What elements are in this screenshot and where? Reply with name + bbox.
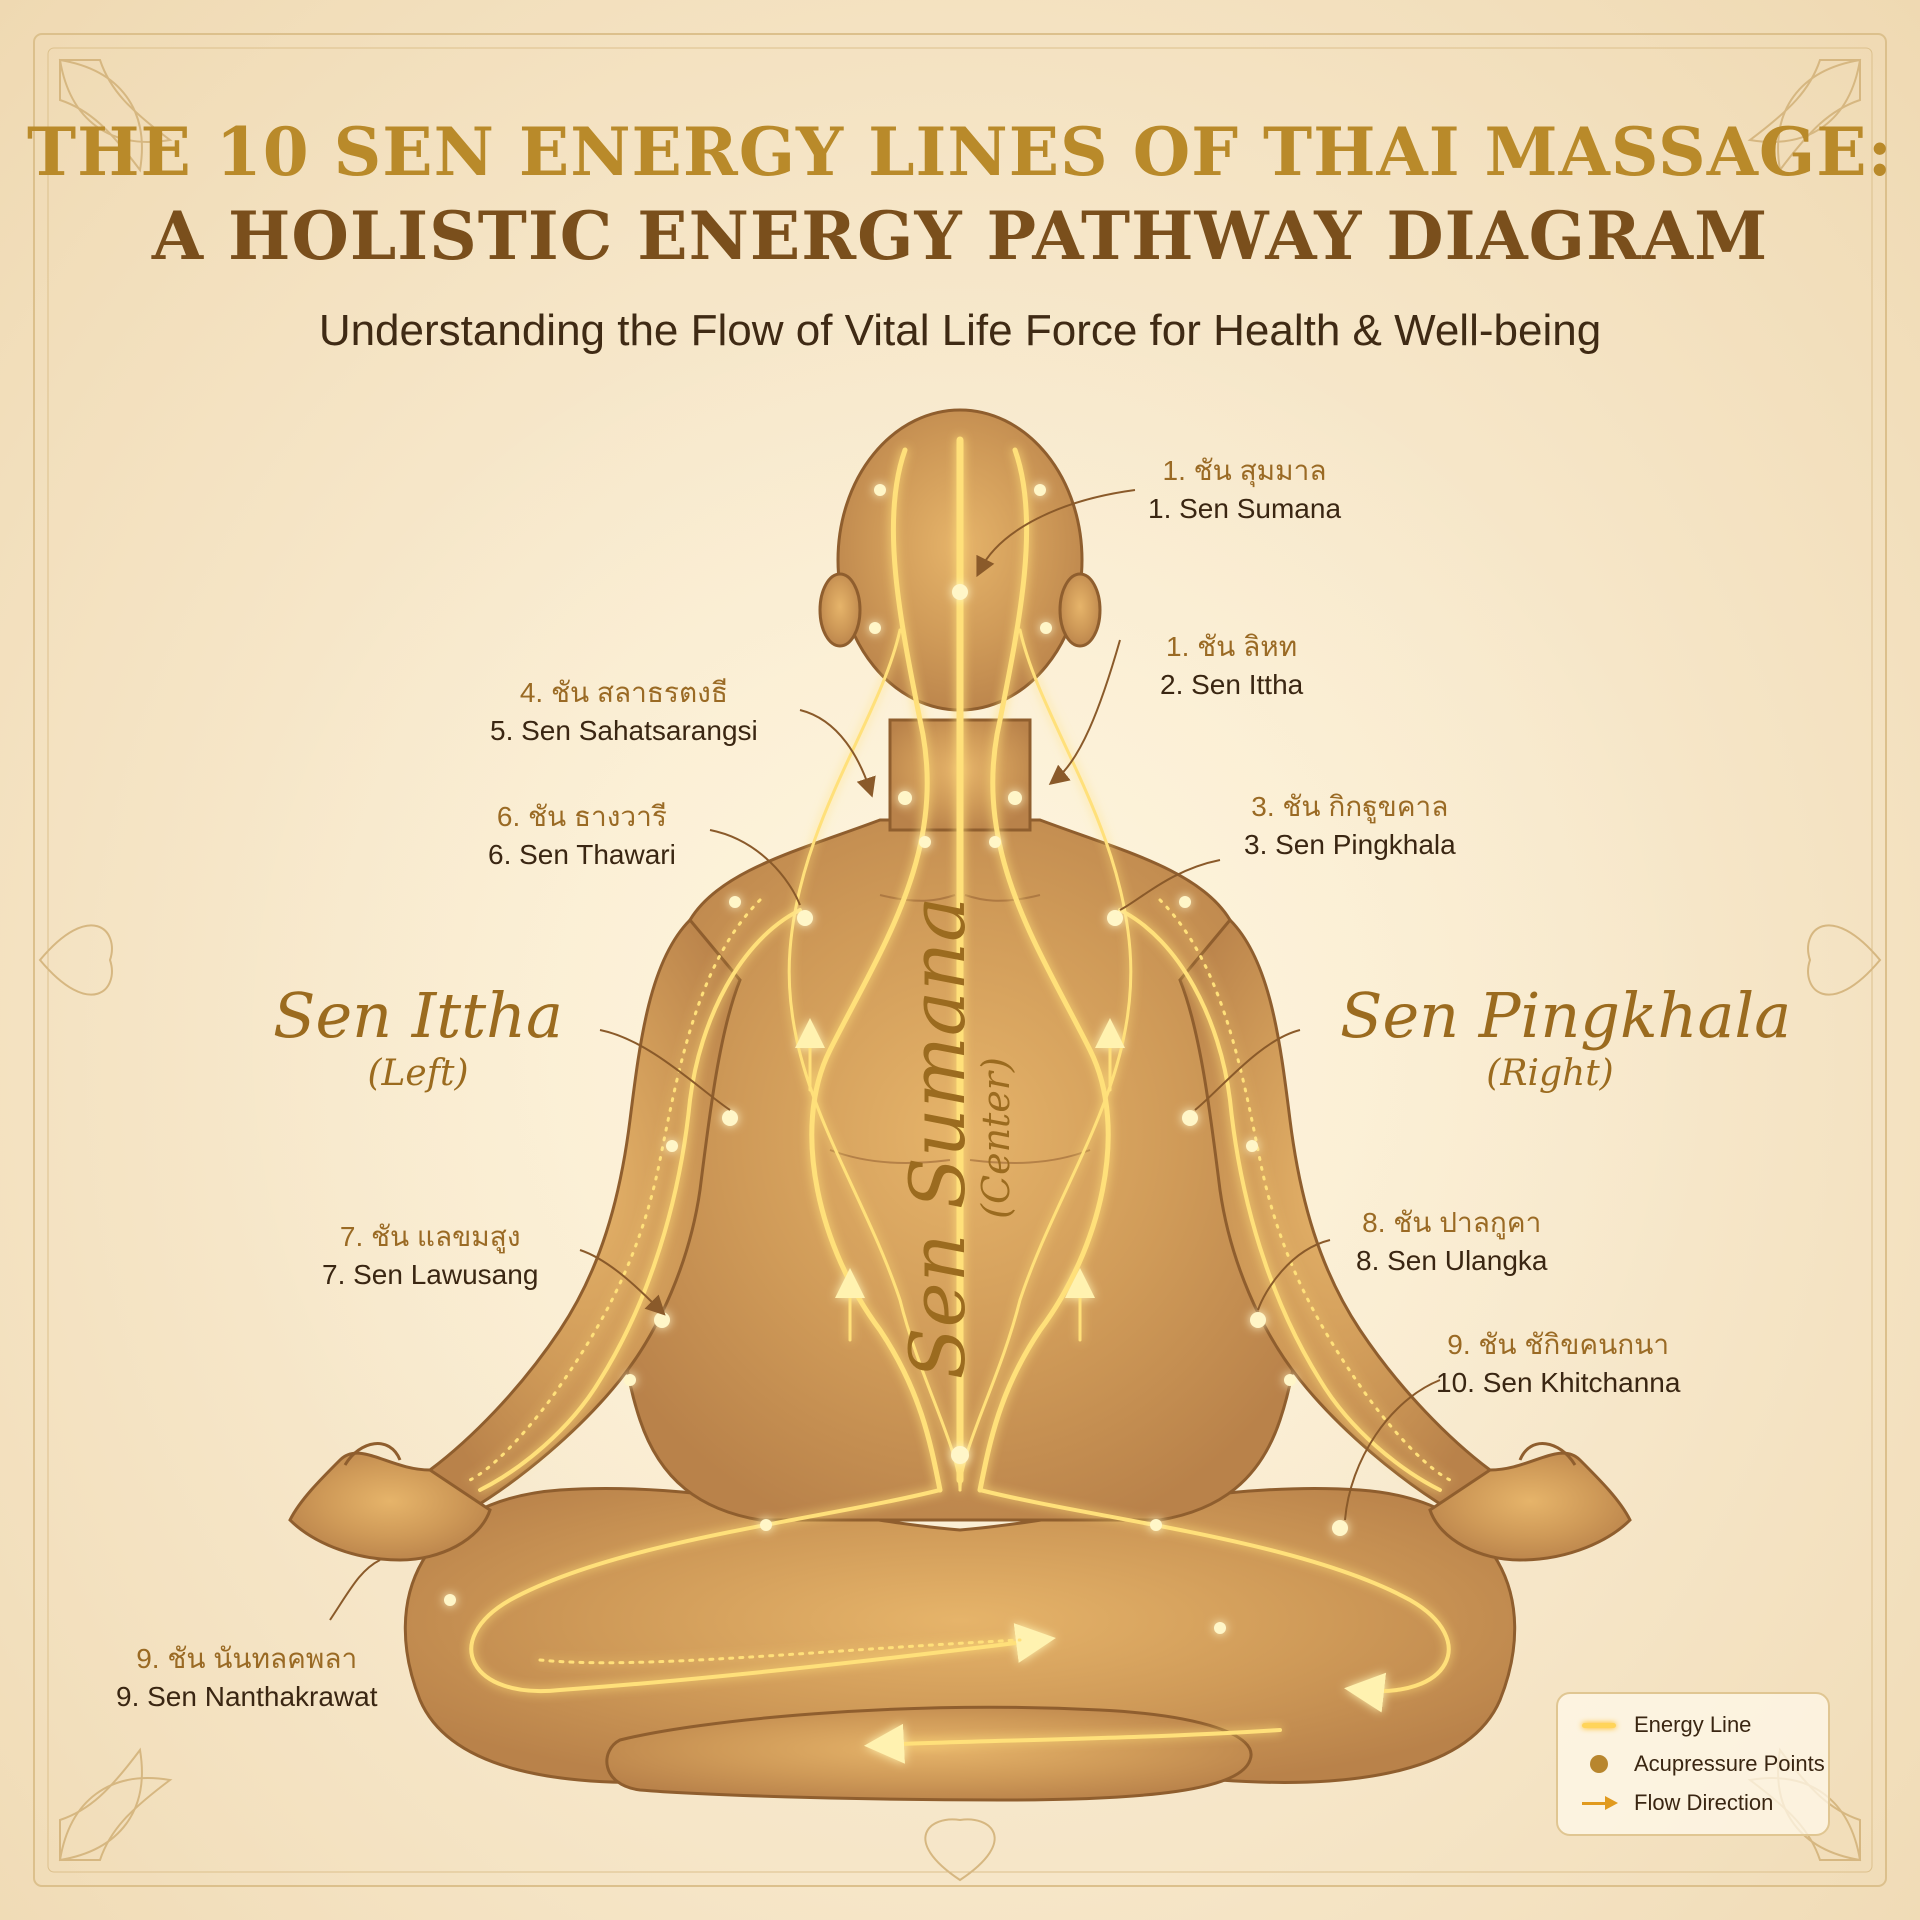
energy-line-icon [1582,1715,1616,1735]
legend-energy-line-label: Energy Line [1634,1712,1752,1737]
legend-item-energy-line: Energy Line [1582,1708,1751,1742]
label-sen-sumana: 1. ชัน สุมมาล 1. Sen Sumana [1148,452,1341,528]
label-sen-ittha-english: 2. Sen Ittha [1160,669,1304,700]
label-sen-sahatsarangsi: 4. ชัน สลาธรตงธี 5. Sen Sahatsarangsi [490,674,758,750]
label-sen-ittha-thai: 1. ชัน ลิหท [1166,631,1298,662]
label-sen-thawari-thai: 6. ชัน ธางวารี [496,801,667,832]
legend-flow-direction-label: Flow Direction [1634,1790,1774,1815]
page-subtitle: Understanding the Flow of Vital Life For… [318,306,1602,355]
label-sen-ulangka-english: 8. Sen Ulangka [1356,1245,1548,1276]
script-label-sen-ittha: Sen Ittha (Left) [258,980,578,1096]
label-sen-ittha: 1. ชัน ลิหท 2. Sen Ittha [1160,628,1303,704]
legend: Energy Line Acupressure Points Flow Dire… [1556,1692,1830,1836]
legend-item-acupressure-points: Acupressure Points [1582,1747,1825,1781]
ornamental-border [33,33,1887,1887]
script-label-sen-ittha-name: Sen Ittha [272,979,564,1052]
label-sen-thawari: 6. ชัน ธางวารี 6. Sen Thawari [488,798,676,874]
script-label-sen-pingkhala-side: (Right) [1486,1053,1614,1094]
label-sen-lawusang: 7. ชัน แลขมสูง 7. Sen Lawusang [322,1218,538,1294]
script-label-sen-sumana-name: Sen Sumana [893,896,982,1380]
label-sen-nanthakrawat-english: 9. Sen Nanthakrawat [116,1681,378,1712]
legend-item-flow-direction: Flow Direction [1582,1786,1773,1820]
script-label-sen-ittha-side: (Left) [367,1053,469,1094]
label-sen-lawusang-english: 7. Sen Lawusang [322,1259,539,1290]
label-sen-lawusang-thai: 7. ชัน แลขมสูง [339,1221,521,1252]
label-sen-pingkhala: 3. ชัน กิกฐูขคาล 3. Sen Pingkhala [1244,788,1456,864]
leader-lines [329,489,1441,1621]
label-sen-sahatsarangsi-thai: 4. ชัน สลาธรตงธี [519,677,728,708]
script-label-sen-pingkhala: Sen Pingkhala (Right) [1340,980,1791,1096]
energy-line-pingkhala [977,447,1111,1493]
label-sen-ulangka-thai: 8. ชัน ปาลกูคา [1362,1207,1542,1238]
legend-acupressure-points-label: Acupressure Points [1634,1751,1825,1776]
label-sen-sumana-thai: 1. ชัน สุมมาล [1162,455,1327,486]
page-title-line2: A HOLISTIC ENERGY PATHWAY DIAGRAM [151,197,1769,275]
acupressure-point-icon [1582,1754,1616,1774]
label-sen-thawari-english: 6. Sen Thawari [488,839,676,870]
label-sen-khitchanna-thai: 9. ชัน ชักิขคนกนา [1447,1329,1670,1360]
body-contours [829,894,1091,1164]
label-sen-pingkhala-thai: 3. ชัน กิกฐูขคาล [1251,791,1449,822]
acupressure-points [444,484,1348,1634]
label-sen-ulangka: 8. ชัน ปาลกูคา 8. Sen Ulangka [1356,1204,1547,1280]
script-label-sen-sumana: Sen Sumana (Center) [893,878,1018,1398]
label-sen-sahatsarangsi-english: 5. Sen Sahatsarangsi [490,715,758,746]
label-sen-khitchanna-english: 10. Sen Khitchanna [1436,1367,1681,1398]
label-sen-nanthakrawat-thai: 9. ชัน นันทลคพลา [136,1643,358,1674]
script-label-sen-pingkhala-name: Sen Pingkhala [1340,979,1792,1052]
label-sen-pingkhala-english: 3. Sen Pingkhala [1244,829,1456,860]
flow-arrow-icon [1582,1793,1618,1813]
label-sen-nanthakrawat: 9. ชัน นันทลคพลา 9. Sen Nanthakrawat [116,1640,378,1716]
page-title-line1: THE 10 SEN ENERGY LINES OF THAI MASSAGE: [27,113,1893,191]
label-sen-sumana-english: 1. Sen Sumana [1148,493,1342,524]
label-sen-khitchanna: 9. ชัน ชักิขคนกนา 10. Sen Khitchanna [1436,1326,1680,1402]
energy-lines [468,436,1452,1764]
energy-line-ittha [809,447,943,1493]
